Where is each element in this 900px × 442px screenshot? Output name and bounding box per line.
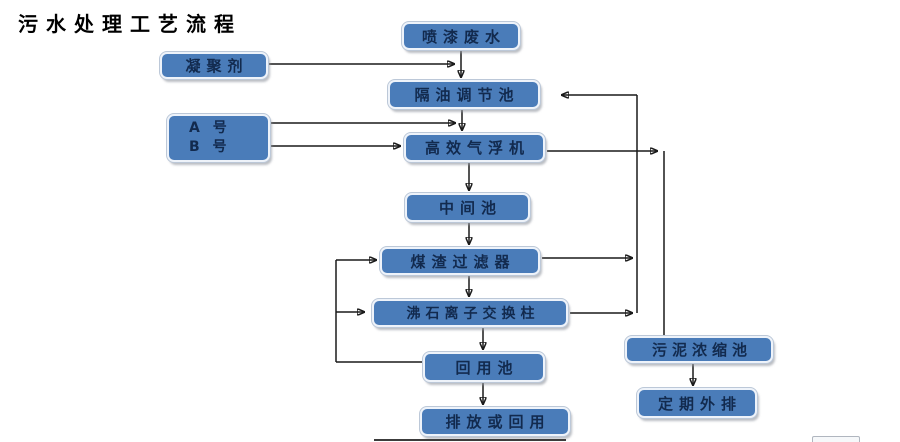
node-label: 中间池 — [438, 199, 502, 217]
node-sludge-thickener: 污泥浓缩池 — [625, 336, 773, 363]
node-reuse-tank: 回用池 — [423, 352, 545, 382]
node-label: 高效气浮机 — [424, 139, 530, 157]
node-cinder-filter: 煤渣过滤器 — [380, 247, 540, 275]
diagram-title: 污水处理工艺流程 — [18, 12, 242, 36]
node-agents-a-b: A 号 B 号 — [167, 114, 270, 162]
node-intermediate-tank: 中间池 — [405, 193, 530, 222]
agent-a-label: A 号 — [189, 120, 231, 136]
node-spray-wastewater: 喷漆废水 — [402, 22, 520, 50]
node-label: 凝聚剂 — [185, 57, 249, 75]
node-label: 污泥浓缩池 — [651, 341, 752, 359]
node-label: 排放或回用 — [445, 413, 551, 431]
node-label: 回用池 — [455, 358, 519, 377]
node-discharge-or-reuse: 排放或回用 — [420, 407, 570, 436]
node-label: 喷漆废水 — [421, 27, 506, 46]
cropped-box-edge — [812, 436, 860, 442]
node-label: 定期外排 — [657, 394, 742, 413]
node-air-flotation: 高效气浮机 — [404, 133, 545, 162]
node-label: 隔油调节池 — [414, 86, 520, 104]
node-periodic-discharge: 定期外排 — [637, 388, 757, 418]
node-coagulant: 凝聚剂 — [160, 52, 268, 79]
node-oil-separation-tank: 隔油调节池 — [388, 80, 540, 109]
cropped-line-edge — [374, 439, 566, 441]
node-label: 煤渣过滤器 — [410, 252, 516, 271]
agent-b-label: B 号 — [189, 139, 231, 155]
node-label: 沸石离子交换柱 — [406, 306, 540, 322]
node-zeolite-ion-exchange-column: 沸石离子交换柱 — [372, 299, 568, 327]
